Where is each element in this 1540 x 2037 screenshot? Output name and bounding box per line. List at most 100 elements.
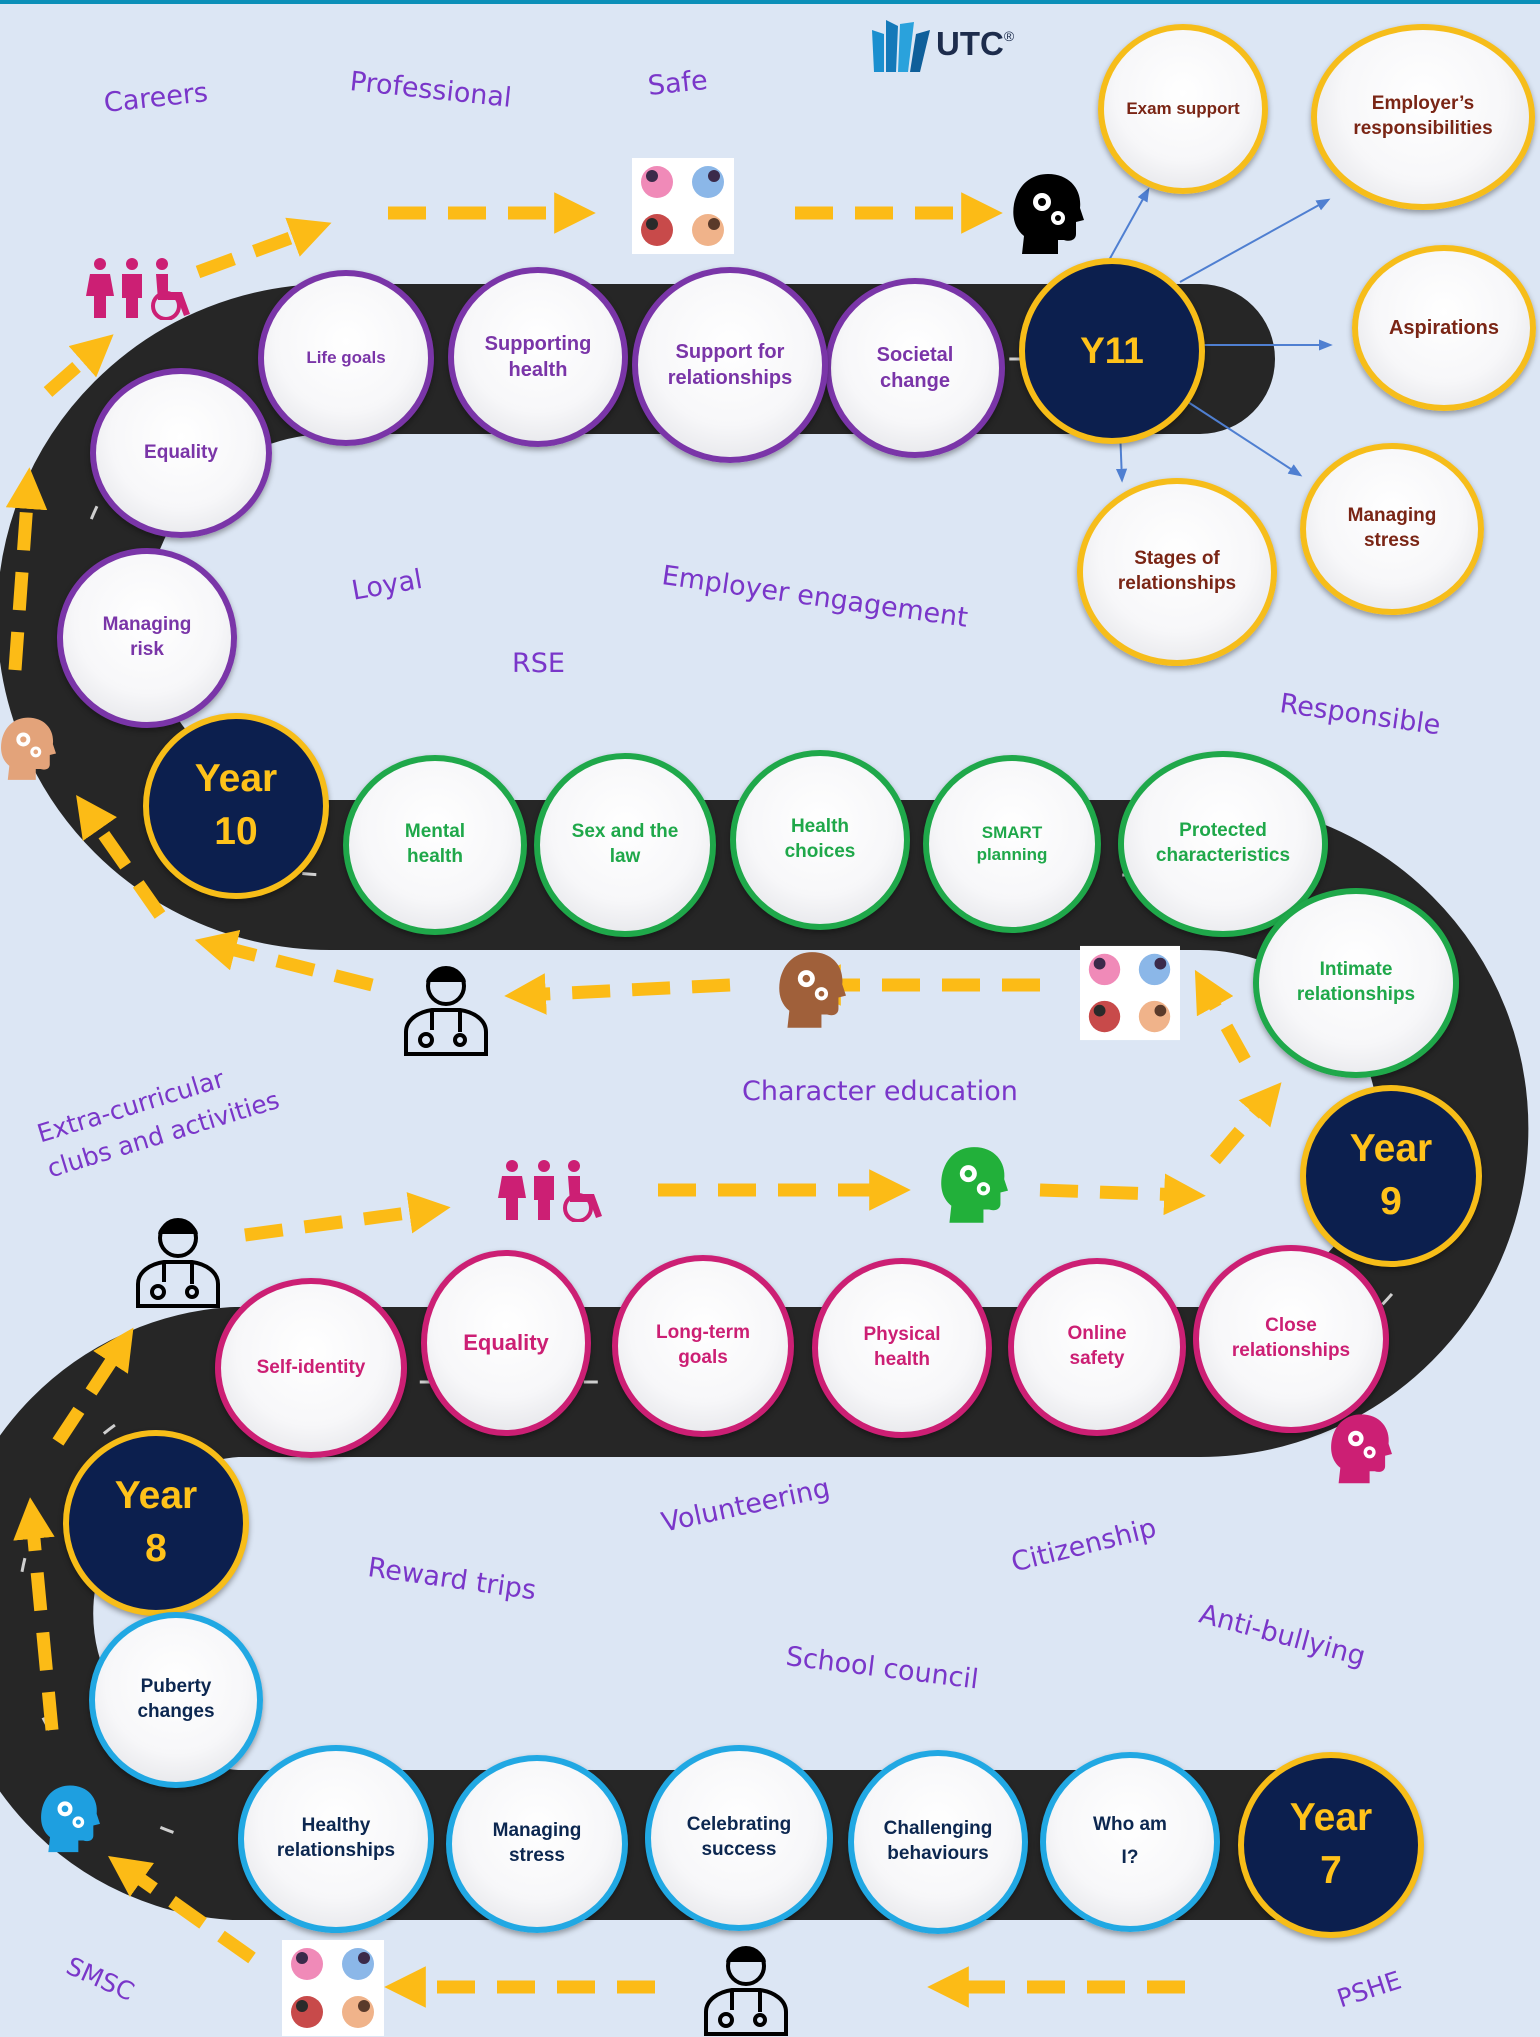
topic-label: Managing [492,1820,582,1842]
topic-label: Life goals [306,347,386,367]
topic-label: success [701,1839,777,1860]
topic-label: Support for [675,341,785,363]
year-9-label: Year [1349,1127,1433,1171]
topic-label: Equality [463,1329,549,1355]
topic-label: Equality [144,441,218,463]
topic-label: Close [1265,1315,1317,1337]
topic-intimate-relationships: Intimate relationships [1253,888,1459,1078]
utc-logo-mark-icon [872,20,930,72]
topic-sex-and-the-law: Sex and the law [534,753,716,937]
arrow-left-up-2 [52,1327,134,1446]
topic-label: Intimate [1319,959,1393,981]
keyword-character-education: Character education [742,1076,1018,1107]
arrow-up-left-2 [5,467,48,671]
utc-logo: UTC ® [868,16,1014,72]
topic-label: health [508,359,568,381]
arrow-mid-3 [1039,1173,1206,1216]
doctor-icon [136,1218,220,1308]
topic-exam-support: Exam support [1098,24,1268,194]
topic-healthy-relationships: Healthy relationships [238,1745,434,1933]
topic-label: change [879,370,950,392]
head-gears-icon [41,1785,100,1853]
year-7-label: Year [1289,1796,1373,1840]
year-8-badge: Year 8 [63,1430,249,1616]
keyword-rse: RSE [512,648,565,679]
topic-label: risk [130,639,164,660]
arrow-right-down [1194,969,1251,1064]
topic-label: law [609,846,641,867]
topic-managing-risk: Managing risk [57,548,237,728]
head-gears-icon [1013,174,1084,254]
head-gears-icon [941,1147,1008,1223]
topic-label: Challenging [883,1818,993,1840]
topic-who-am-i: Who am I? [1040,1752,1220,1932]
topic-equality-y10: Equality [90,368,272,538]
topic-online-safety: Online safety [1008,1258,1186,1436]
head-gears-icon [1331,1414,1392,1484]
relationships-collage-icon [632,158,734,254]
topic-label: Sex and the [571,821,679,843]
arrow-right-up [1210,1082,1282,1165]
topic-label: Health [790,816,850,838]
topic-label: relationships [1296,984,1416,1005]
topic-physical-health: Physical health [812,1258,992,1438]
head-gears-icon [1,717,56,780]
topic-label: Managing [102,614,192,636]
topic-label: Aspirations [1388,317,1500,339]
relationships-collage-icon [282,1940,384,2036]
topic-label: relationships [1231,1340,1351,1361]
arrow-bottom-left [108,1855,256,1964]
topic-label: Celebrating [686,1814,792,1836]
topic-self-identity: Self-identity [215,1278,407,1458]
topic-managing-stress-y7: Managing stress [446,1755,628,1933]
topic-label: safety [1069,1348,1125,1369]
keyword-safe: Safe [646,64,710,102]
arrow-top-1 [195,217,332,279]
doctor-icon [704,1946,788,2036]
top-accent-bar [0,0,1540,4]
topic-close-relationships: Close relationships [1193,1245,1389,1433]
topic-protected-characteristics: Protected characteristics [1118,751,1328,937]
topic-label: choices [784,841,856,862]
topic-label: Self-identity [256,1356,366,1378]
topic-label: I? [1121,1847,1139,1868]
topic-label: Physical [863,1324,941,1346]
head-gears-icon [779,952,846,1028]
topic-label: Who am [1093,1814,1167,1836]
topic-health-choices: Health choices [730,750,910,930]
topic-label: Long-term [656,1322,750,1344]
topic-label: relationships [1117,573,1237,594]
year-8-number: 8 [145,1527,167,1570]
registered-mark: ® [1003,28,1015,44]
topic-label: Online [1067,1323,1127,1345]
topic-label: SMART [981,822,1043,842]
topic-label: Societal [876,344,954,366]
arrow-y9-left-3 [194,929,374,992]
topic-label: characteristics [1155,845,1291,866]
topic-label: Healthy [301,1815,371,1837]
year-9-number: 9 [1380,1180,1402,1223]
topic-label: changes [137,1701,215,1722]
topic-societal-change: Societal change [825,278,1005,458]
topic-label: stress [508,1845,565,1866]
arrow-left-up-1 [13,1497,59,1731]
topic-life-goals: Life goals [258,270,434,446]
topic-stages-of-relationships: Stages of relationships [1077,478,1277,666]
doctor-icon [404,966,488,1056]
topic-supporting-health: Supporting health [448,267,628,447]
topic-label: Stages of [1134,548,1220,570]
topic-label: Protected [1179,820,1267,842]
topic-label: Managing [1347,505,1437,527]
topic-label: health [874,1349,930,1370]
topic-label: Supporting [484,333,592,355]
year-8-label: Year [114,1474,198,1518]
topic-label: relationships [276,1840,396,1861]
